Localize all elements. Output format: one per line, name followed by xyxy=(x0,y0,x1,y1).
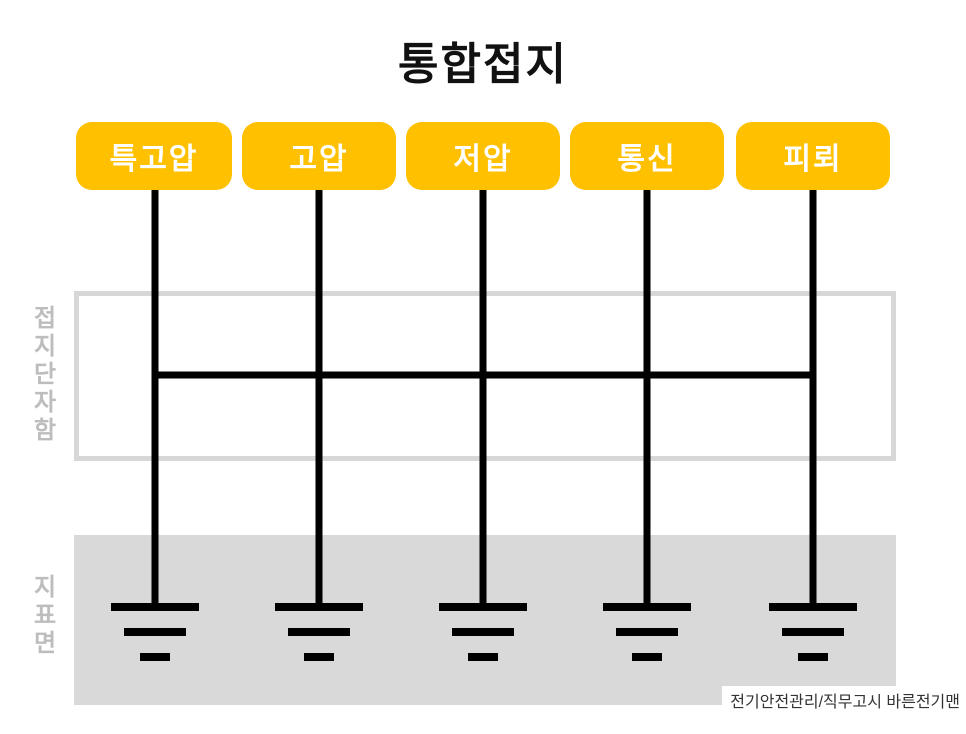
ground-symbol-icon xyxy=(439,603,527,661)
category-tag-communication: 통신 xyxy=(570,122,724,190)
category-tag-low-voltage: 저압 xyxy=(406,122,560,190)
credit-watermark: 전기안전관리/직무고시 바른전기맨 xyxy=(722,686,966,714)
ground-line-1 xyxy=(275,185,363,661)
category-tag-lightning: 피뢰 xyxy=(736,122,890,190)
category-tag-high-voltage: 고압 xyxy=(242,122,396,190)
ground-symbol-icon xyxy=(111,603,199,661)
ground-symbol-icon xyxy=(769,603,857,661)
terminal-box-label: 접지단자함 xyxy=(33,304,57,444)
ground-line-3 xyxy=(603,185,691,661)
diagram-title: 통합접지 xyxy=(398,39,568,90)
ground-symbol-icon xyxy=(603,603,691,661)
ground-surface-label: 지표면 xyxy=(33,573,57,657)
ground-symbol-icon xyxy=(275,603,363,661)
ground-line-2 xyxy=(439,185,527,661)
ground-line-4 xyxy=(769,185,857,661)
ground-line-0 xyxy=(111,185,199,661)
category-tag-high-voltage-special: 특고압 xyxy=(76,122,232,190)
